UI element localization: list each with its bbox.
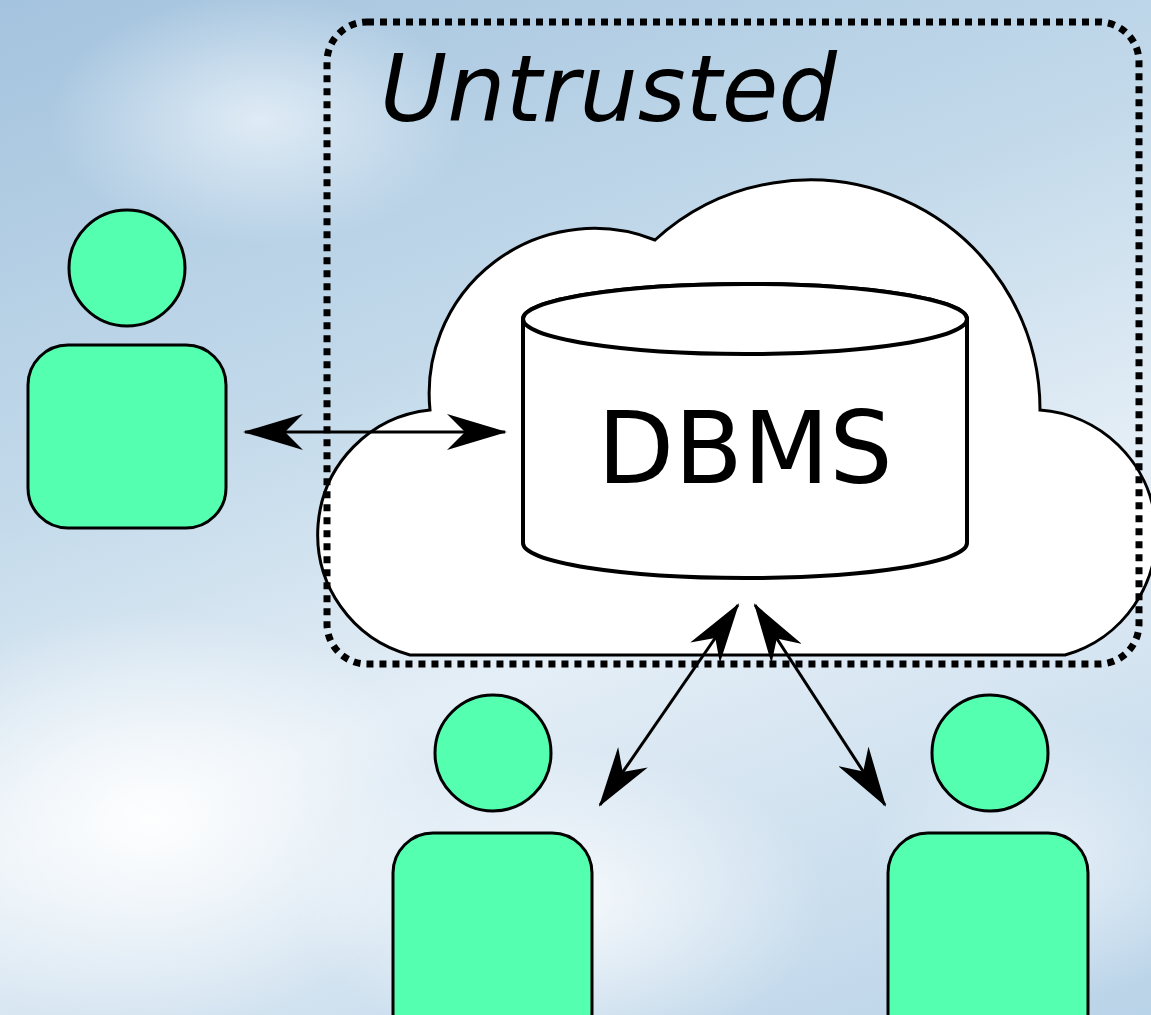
user-icon bbox=[888, 695, 1088, 1015]
user-icon bbox=[28, 210, 226, 528]
access-arrow bbox=[755, 605, 885, 805]
trust-boundary: UntrustedDBMS bbox=[323, 18, 1143, 668]
access-arrow bbox=[245, 431, 505, 434]
cloud-shape bbox=[318, 180, 1151, 655]
user-icon bbox=[393, 695, 592, 1015]
database-label: DBMS bbox=[597, 399, 892, 499]
access-arrow bbox=[600, 605, 738, 805]
region-label: Untrusted bbox=[380, 44, 837, 136]
database-cylinder: DBMS bbox=[520, 281, 970, 581]
